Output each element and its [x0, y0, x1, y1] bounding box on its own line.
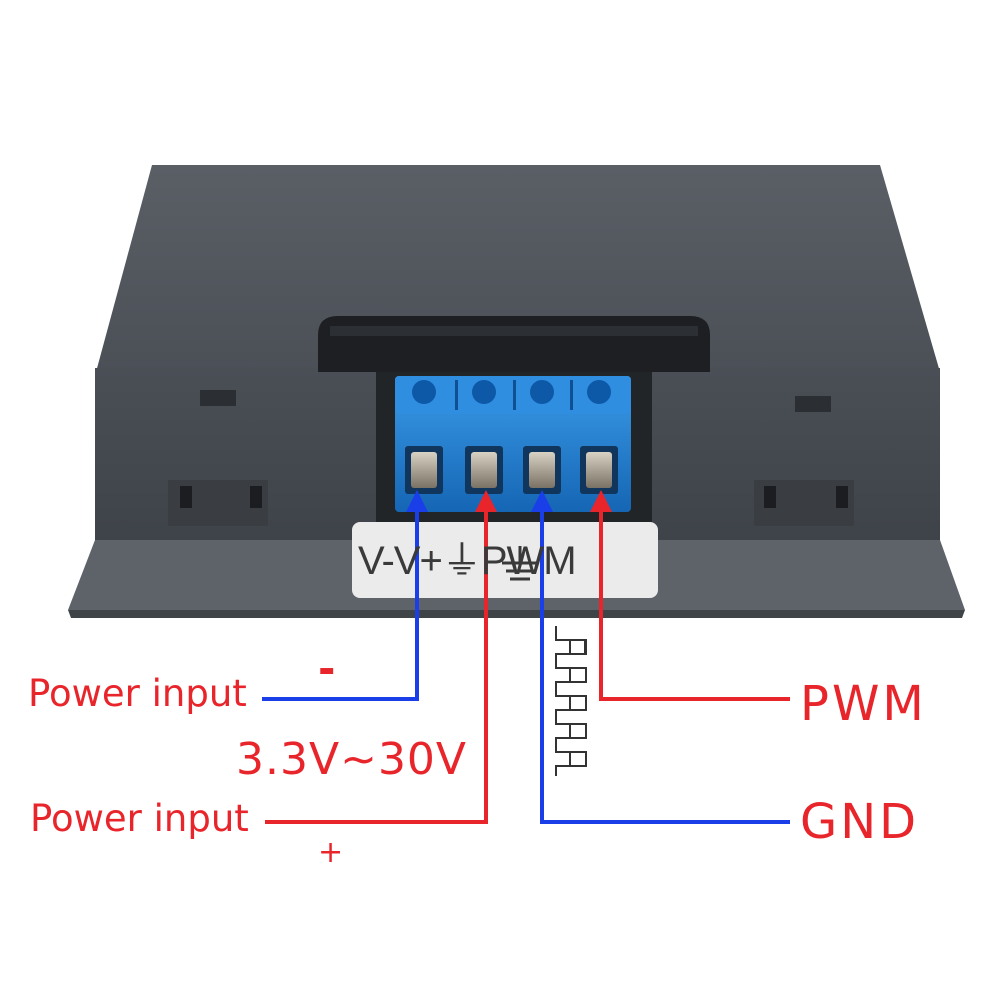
arrow-up-icon — [531, 490, 553, 512]
wire-pwm — [599, 500, 790, 701]
power-input-positive-label: Power input — [30, 797, 249, 840]
arrow-up-icon — [475, 490, 497, 512]
ground-icon — [502, 546, 538, 581]
positive-sign-label: + — [318, 835, 344, 870]
terminal-marking: V-V+⏚PWM — [358, 539, 577, 583]
right-mount-clip — [754, 396, 854, 526]
arrow-up-icon — [406, 490, 428, 512]
terminal-block — [395, 376, 631, 512]
terminal-screw — [412, 380, 611, 404]
voltage-range-label: 3.3V~30V — [236, 734, 468, 785]
power-input-negative-label: Power input — [28, 672, 247, 715]
terminal-label-plate — [352, 522, 658, 598]
pwm-output-label: PWM — [800, 676, 927, 732]
terminal-opening — [405, 446, 618, 494]
pwm-waveform-icon — [570, 639, 587, 767]
pwm-waveform-icon — [555, 626, 571, 776]
arrow-up-icon — [590, 490, 612, 512]
negative-sign-label: - — [318, 644, 336, 693]
wire-positive — [265, 500, 488, 824]
wire-negative — [262, 500, 419, 701]
wire-gnd — [540, 500, 790, 824]
gnd-label: GND — [800, 794, 920, 850]
left-mount-clip — [168, 390, 268, 526]
case-top — [96, 165, 940, 372]
terminal-slot — [318, 316, 710, 372]
